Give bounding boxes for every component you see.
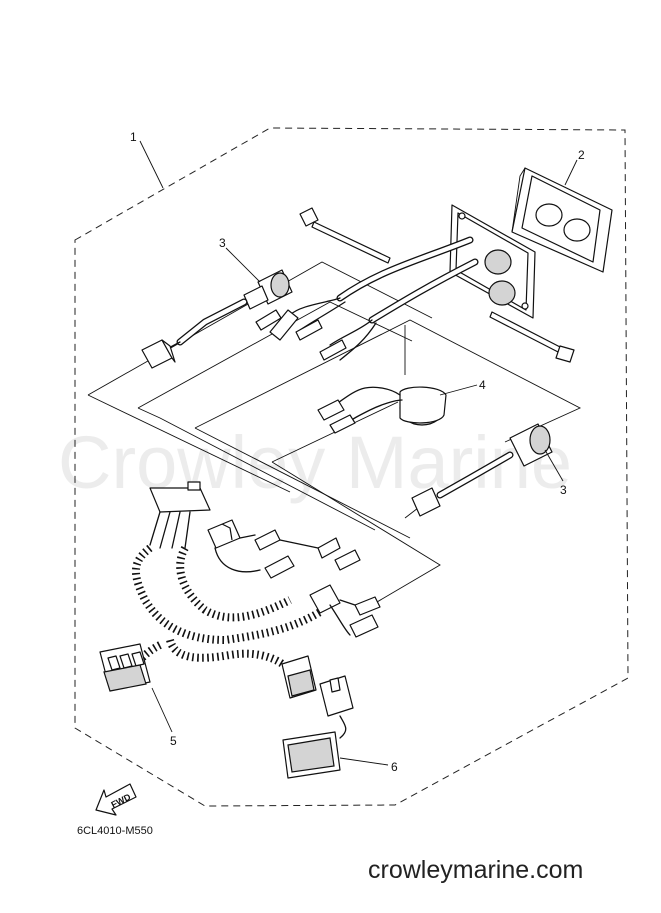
- drawing-code: 6CL4010-M550: [77, 825, 153, 837]
- fwd-arrow-icon: FWD: [95, 783, 137, 816]
- buzzer: [317, 386, 447, 434]
- callout-1: 1: [130, 130, 137, 144]
- switch-lead-upper: [141, 269, 293, 369]
- lower-harness: [99, 481, 381, 699]
- switch-lead-right: [411, 423, 553, 517]
- watermark: Crowley Marine: [58, 421, 572, 504]
- module-box: [282, 675, 354, 779]
- callout-6: 6: [391, 760, 398, 774]
- callout-3-right: 3: [560, 483, 567, 497]
- website-label: crowleymarine.com: [368, 856, 583, 884]
- leader-lines: [139, 140, 578, 766]
- assembly-boundary: [74, 127, 629, 807]
- callout-2: 2: [578, 148, 585, 162]
- mounting-plate: [449, 204, 536, 319]
- callout-5: 5: [170, 734, 177, 748]
- callout-3-upper: 3: [219, 236, 226, 250]
- callout-4: 4: [479, 378, 486, 392]
- cable-tie-lower: [489, 311, 575, 363]
- main-harness: [255, 236, 479, 361]
- grommet-plate: [511, 167, 613, 273]
- cable-tie-upper: [299, 207, 391, 264]
